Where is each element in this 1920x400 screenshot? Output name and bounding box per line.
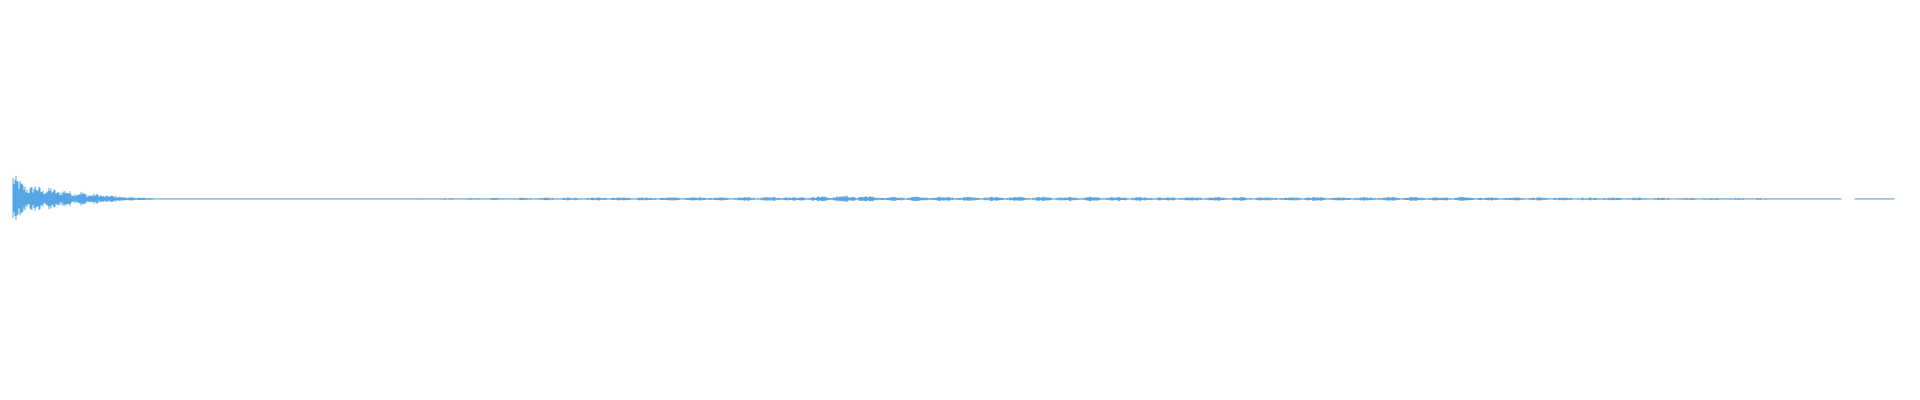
waveform-trace <box>12 175 1895 221</box>
